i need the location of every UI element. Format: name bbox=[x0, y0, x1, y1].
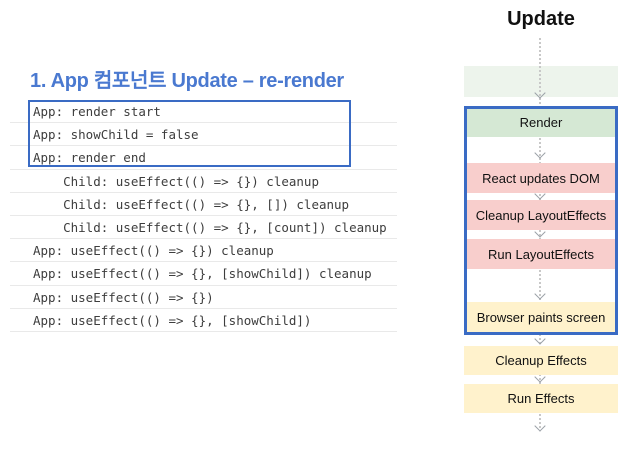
log-row: App: useEffect(() => {}) cleanup bbox=[10, 239, 397, 263]
flow-node-ghost bbox=[464, 66, 618, 97]
log-line-text: App: render end bbox=[33, 150, 146, 166]
log-row: App: showChild = false bbox=[10, 123, 397, 147]
log-line-text: Child: useEffect(() => {}, [count]) clea… bbox=[33, 219, 387, 235]
flow-node-render: Render bbox=[467, 108, 615, 137]
arrow-down-icon bbox=[534, 420, 546, 432]
flow-node-run-layouteffects: Run LayoutEffects bbox=[467, 239, 615, 269]
flow-node-run-effects: Run Effects bbox=[464, 384, 618, 413]
log-line-text: App: useEffect(() => {}) bbox=[33, 289, 214, 305]
log-row: App: render start bbox=[10, 100, 397, 124]
flow-node-cleanup-effects: Cleanup Effects bbox=[464, 346, 618, 375]
flowchart-title: Update bbox=[507, 8, 575, 30]
log-line-text: App: useEffect(() => {}, [showChild]) bbox=[33, 312, 312, 328]
log-row: App: render end bbox=[10, 146, 397, 170]
arrow-down-icon bbox=[534, 147, 546, 159]
log-row: App: useEffect(() => {}) bbox=[10, 286, 397, 309]
log-row: Child: useEffect(() => {}) cleanup bbox=[10, 170, 397, 193]
log-line-text: Child: useEffect(() => {}, []) cleanup bbox=[33, 196, 350, 212]
arrow-down-icon bbox=[534, 333, 546, 345]
log-line-text: App: useEffect(() => {}, [showChild]) cl… bbox=[33, 266, 372, 282]
arrow-down-icon bbox=[534, 288, 546, 300]
log-row: Child: useEffect(() => {}, [count]) clea… bbox=[10, 216, 397, 240]
log-line-text: Child: useEffect(() => {}) cleanup bbox=[33, 173, 319, 189]
left-panel-title: 1. App 컴포넌트 Update – re-render bbox=[30, 70, 344, 92]
flow-node-react-updates-dom: React updates DOM bbox=[467, 163, 615, 193]
log-line-text: App: useEffect(() => {}) cleanup bbox=[33, 243, 274, 259]
log-row: Child: useEffect(() => {}, []) cleanup bbox=[10, 193, 397, 216]
log-row: App: useEffect(() => {}, [showChild]) bbox=[10, 309, 397, 332]
flow-dashed-line bbox=[539, 38, 541, 428]
log-line-text: App: showChild = false bbox=[33, 127, 199, 143]
flow-node-cleanup-layouteffects: Cleanup LayoutEffects bbox=[467, 200, 615, 230]
log-line-text: App: render start bbox=[33, 104, 161, 119]
flow-node-browser-paints-screen: Browser paints screen bbox=[467, 302, 615, 332]
log-row: App: useEffect(() => {}, [showChild]) cl… bbox=[10, 262, 397, 286]
